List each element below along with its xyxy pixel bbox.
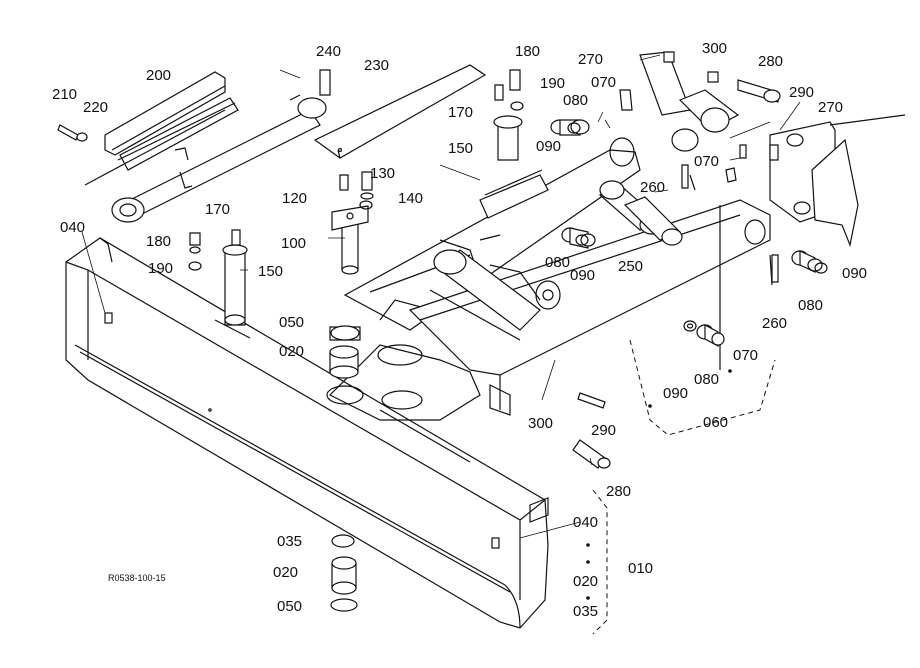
center-bracket [222,115,549,326]
cross-tube [433,249,541,331]
label-170-left: 170 [205,201,230,218]
label-040-right: 040 [573,514,598,531]
label-200: 200 [146,67,171,84]
assembly-bracket-010 [586,489,608,635]
label-130: 130 [370,165,395,182]
label-070-top: 070 [591,74,616,91]
label-100: 100 [281,235,306,252]
label-090-top: 090 [536,138,561,155]
label-035-right: 035 [573,603,598,620]
label-250: 250 [618,258,643,275]
plate-230 [313,64,487,159]
label-230: 230 [364,57,389,74]
bushings [57,51,828,612]
label-190-top: 190 [540,75,565,92]
label-090-right: 090 [842,265,867,282]
label-280-top: 280 [758,53,783,70]
label-270-right: 270 [818,99,843,116]
label-080-mid: 080 [545,254,570,271]
label-300-top: 300 [702,40,727,57]
label-050-upper: 050 [279,314,304,331]
label-240: 240 [316,43,341,60]
label-140: 140 [398,190,423,207]
label-180-left: 180 [146,233,171,250]
label-150-top: 150 [448,140,473,157]
diagram-code: R0538-100-15 [108,573,166,583]
assembly-bracket-060 [629,339,776,436]
label-270-top: 270 [578,51,603,68]
left-cylinder [111,94,327,223]
leader-lines [81,54,801,539]
label-035-upper: 035 [277,533,302,550]
label-180-top: 180 [515,43,540,60]
label-260-top: 260 [640,179,665,196]
label-040-left: 040 [60,219,85,236]
label-070-mid: 070 [694,153,719,170]
plate-200 [84,71,239,186]
label-090-low: 090 [663,385,688,402]
label-010: 010 [628,560,653,577]
dozer-blade [65,237,549,629]
label-290-low: 290 [591,422,616,439]
label-300-low: 300 [528,415,553,432]
label-080-right: 080 [798,297,823,314]
cylinder-tubes [598,180,683,246]
label-070-right: 070 [733,347,758,364]
label-080-low: 080 [694,371,719,388]
label-280-low: 280 [606,483,631,500]
label-210: 210 [52,86,77,103]
label-090-mid: 090 [570,267,595,284]
label-220: 220 [83,99,108,116]
label-260-right: 260 [762,315,787,332]
right-linkage [639,51,906,370]
label-050-lower: 050 [277,598,302,615]
label-150-left: 150 [258,263,283,280]
label-020-lower: 020 [273,564,298,581]
label-020-upper: 020 [279,343,304,360]
label-080-top: 080 [563,92,588,109]
label-190-left: 190 [148,260,173,277]
label-020-right: 020 [573,573,598,590]
part-labels: 200 210 220 240 230 180 190 170 080 150 … [52,40,867,620]
label-120: 120 [282,190,307,207]
label-290-top: 290 [789,84,814,101]
label-060: 060 [703,414,728,431]
label-170-top: 170 [448,104,473,121]
